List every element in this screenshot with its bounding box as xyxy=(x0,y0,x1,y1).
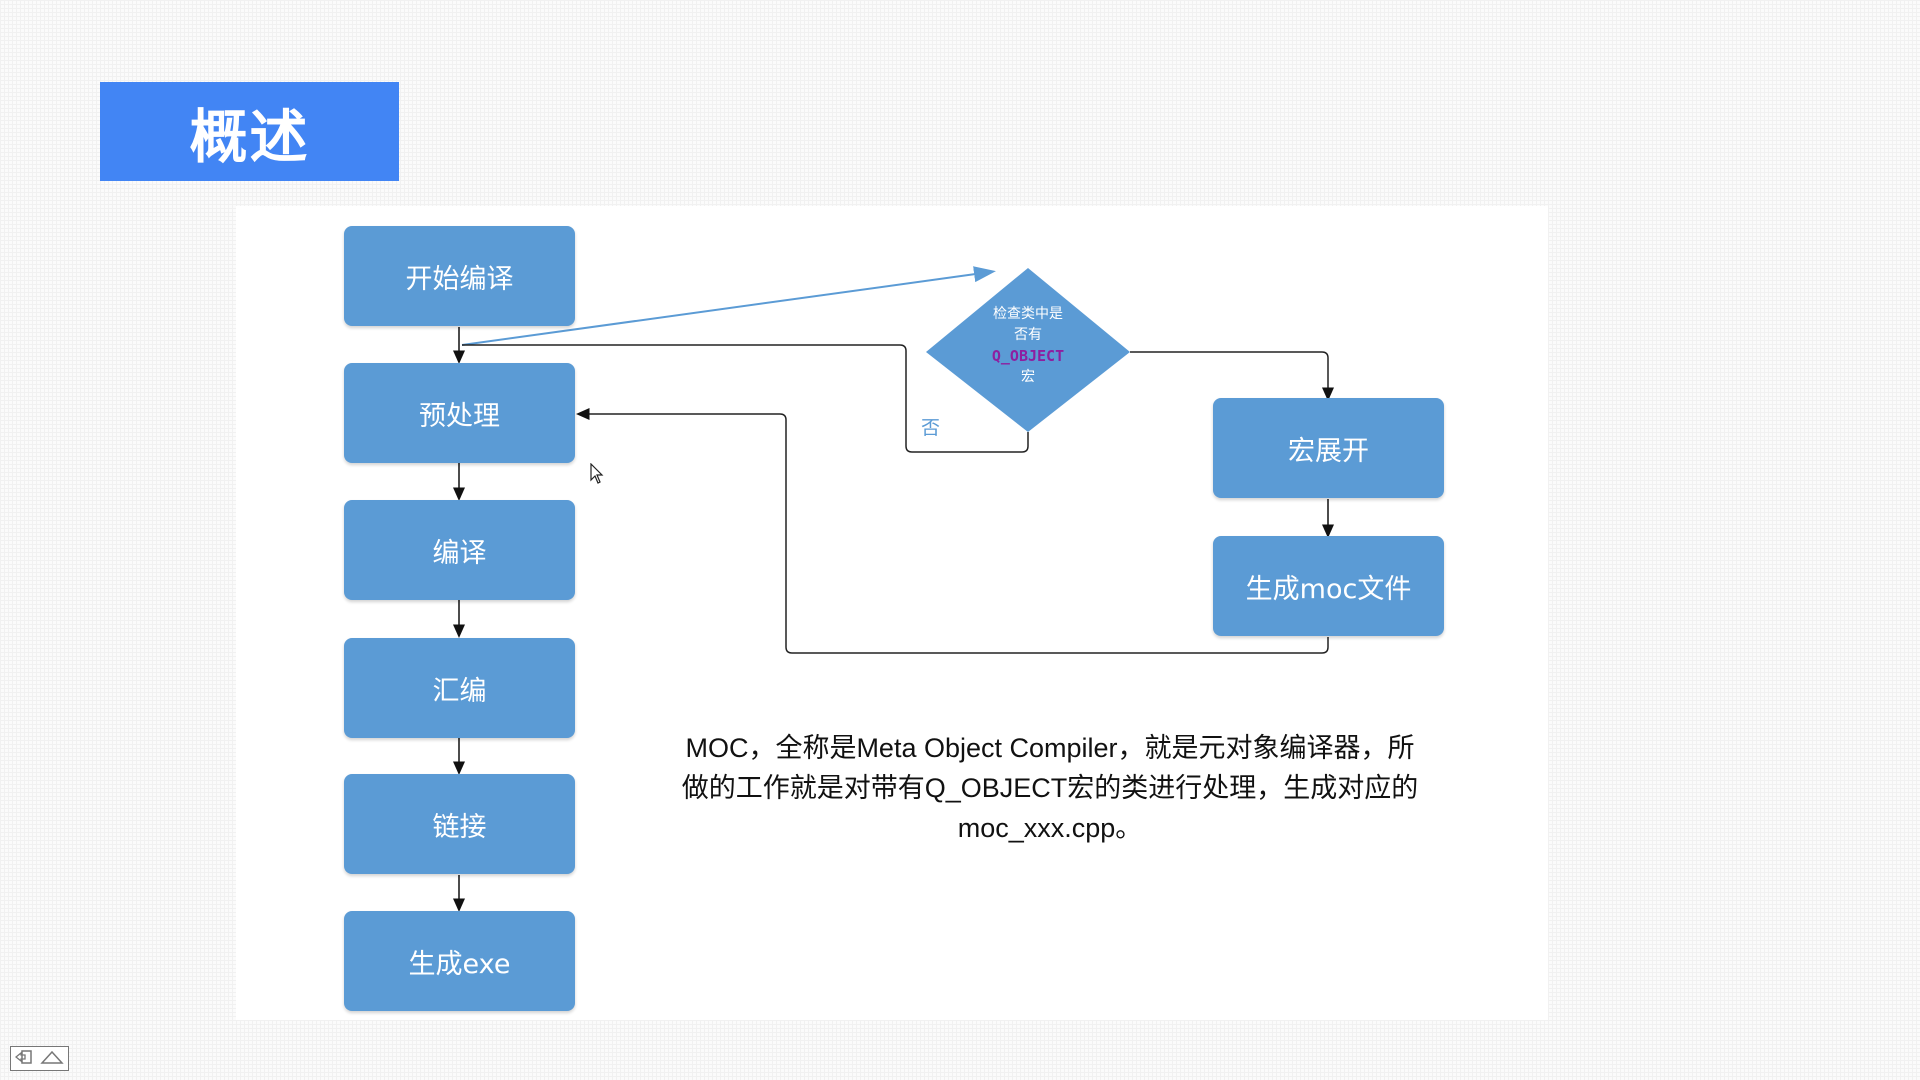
slide-menu-triangle-icon[interactable] xyxy=(40,1049,64,1068)
step-assemble[interactable]: 汇编 xyxy=(344,638,575,738)
moc-description: MOC，全称是Meta Object Compiler，就是元对象编译器，所 做… xyxy=(681,733,1419,843)
mouse-pointer-icon xyxy=(590,462,606,489)
slide-title-banner: 概述 xyxy=(100,82,399,181)
decision-label: 检查类中是 否有 Q_OBJECT 宏 xyxy=(964,304,1092,388)
step-generate-exe[interactable]: 生成exe xyxy=(344,911,575,1011)
exit-slideshow-icon[interactable] xyxy=(14,1049,33,1068)
slide-title: 概述 xyxy=(189,102,310,171)
step-generate-moc[interactable]: 生成moc文件 xyxy=(1213,536,1444,636)
no-branch-label: 否 xyxy=(921,417,941,439)
step-macro-expand[interactable]: 宏展开 xyxy=(1213,398,1444,498)
step-start-compile[interactable]: 开始编译 xyxy=(344,226,575,326)
slide-controls xyxy=(10,1046,69,1071)
step-preprocess[interactable]: 预处理 xyxy=(344,363,575,463)
step-link[interactable]: 链接 xyxy=(344,774,575,874)
decision-keyword: Q_OBJECT xyxy=(991,347,1065,365)
step-compile[interactable]: 编译 xyxy=(344,500,575,600)
